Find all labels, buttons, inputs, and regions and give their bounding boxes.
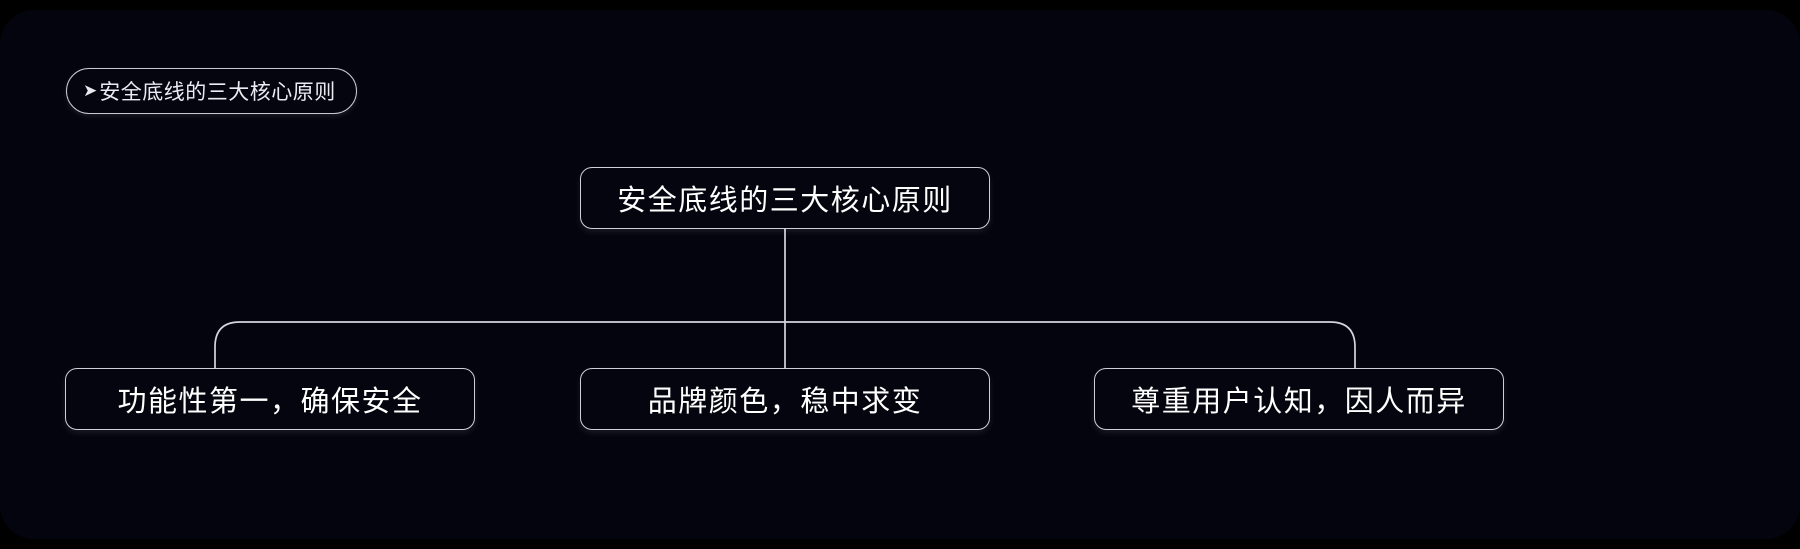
node-child-1-label: 功能性第一，确保安全 bbox=[117, 386, 423, 418]
connector-branch-bar bbox=[214, 321, 1356, 368]
node-child-2-label: 品牌颜色，稳中求变 bbox=[647, 386, 923, 418]
node-root[interactable]: 安全底线的三大核心原则 bbox=[580, 167, 990, 229]
triangle-right-icon: ➤ bbox=[83, 80, 98, 100]
node-child-3[interactable]: 尊重用户认知，因人而异 bbox=[1094, 368, 1504, 430]
node-root-label: 安全底线的三大核心原则 bbox=[617, 185, 953, 217]
diagram-panel: ➤ 安全底线的三大核心原则 安全底线的三大核心原则 功能性第一，确保安全 品牌颜… bbox=[0, 10, 1800, 539]
section-badge-label: 安全底线的三大核心原则 bbox=[99, 81, 336, 104]
node-child-3-label: 尊重用户认知，因人而异 bbox=[1131, 386, 1467, 418]
node-child-2[interactable]: 品牌颜色，稳中求变 bbox=[580, 368, 990, 430]
section-badge[interactable]: ➤ 安全底线的三大核心原则 bbox=[66, 68, 357, 114]
node-child-1[interactable]: 功能性第一，确保安全 bbox=[65, 368, 475, 430]
